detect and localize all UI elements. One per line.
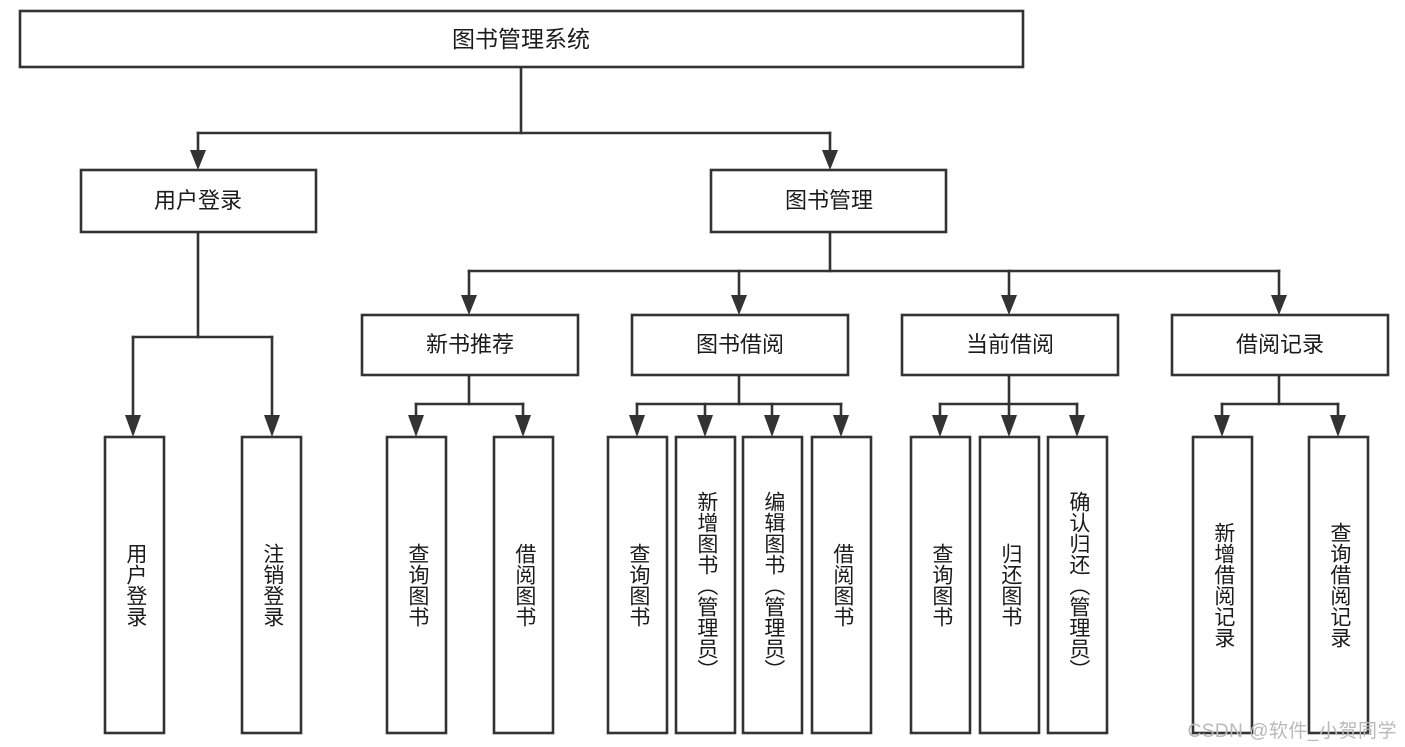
node-root-box[interactable] <box>18 9 1025 69</box>
arrow-head-leaf-0 <box>125 415 141 437</box>
leaf-box-query-book-recommend[interactable] <box>385 435 448 735</box>
leaf-box-query-book-borrow[interactable] <box>606 435 669 735</box>
arrow-head-l2-2 <box>1001 295 1017 315</box>
node-current-borrow-label: 当前借阅 <box>966 332 1054 357</box>
node-new-book-recommend[interactable]: 新书推荐 <box>360 313 580 377</box>
node-current-borrow-box[interactable] <box>900 313 1120 377</box>
node-book-borrow-box[interactable] <box>630 313 850 377</box>
node-book-management-label: 图书管理 <box>785 188 873 213</box>
node-user-login-label: 用户登录 <box>154 188 242 213</box>
node-new-book-recommend-label: 新书推荐 <box>426 332 514 357</box>
node-root-label: 图书管理系统 <box>452 26 590 52</box>
leaf-box-return-book[interactable] <box>978 435 1041 735</box>
leaf-box-query-borrow-record[interactable] <box>1307 435 1370 735</box>
connectors-layer <box>125 65 1346 437</box>
leaf-box-confirm-return-admin[interactable] <box>1046 435 1109 735</box>
arrow-head-leaf-4 <box>629 415 645 437</box>
arrow-head-leaf-11 <box>1214 415 1230 437</box>
node-book-management[interactable]: 图书管理 <box>709 168 948 234</box>
arrow-head-leaf-3 <box>515 415 531 437</box>
node-borrow-record-box[interactable] <box>1170 313 1390 377</box>
arrow-head-l2-1 <box>731 295 747 315</box>
leaf-box-add-borrow-record[interactable] <box>1191 435 1254 735</box>
arrow-head-leaf-10 <box>1069 415 1085 437</box>
node-user-login-box[interactable] <box>79 168 318 234</box>
arrow-head-leaf-1 <box>264 415 280 437</box>
leaf-box-borrow-book[interactable] <box>810 435 873 735</box>
leaf-box-borrow-book-recommend[interactable] <box>492 435 555 735</box>
watermark-text: CSDN @软件_小贺同学 <box>1187 721 1397 742</box>
arrow-head-leaf-8 <box>932 415 948 437</box>
leaf-box-query-book-current[interactable] <box>909 435 972 735</box>
node-new-book-recommend-box[interactable] <box>360 313 580 377</box>
leaf-box-edit-book-admin[interactable] <box>741 435 804 735</box>
node-book-borrow[interactable]: 图书借阅 <box>630 313 850 377</box>
leaf-box-logout[interactable] <box>240 435 303 735</box>
arrow-head-leaf-9 <box>1001 415 1017 437</box>
node-book-borrow-label: 图书借阅 <box>696 332 784 357</box>
node-current-borrow[interactable]: 当前借阅 <box>900 313 1120 377</box>
arrow-head-leaf-7 <box>833 415 849 437</box>
leaf-box-user-login[interactable] <box>103 435 166 735</box>
arrow-head-leaf-2 <box>408 415 424 437</box>
leaf-box-add-book-admin[interactable] <box>674 435 737 735</box>
node-root[interactable]: 图书管理系统 <box>18 9 1025 69</box>
node-borrow-record[interactable]: 借阅记录 <box>1170 313 1390 377</box>
arrow-head-l2-0 <box>461 295 477 315</box>
arrow-head-leaf-5 <box>697 415 713 437</box>
arrow-head-user-login <box>190 150 206 170</box>
arrow-head-leaf-6 <box>764 415 780 437</box>
node-user-login[interactable]: 用户登录 <box>79 168 318 234</box>
node-borrow-record-label: 借阅记录 <box>1236 332 1324 357</box>
arrow-head-book-mgmt <box>822 150 838 170</box>
arrow-head-leaf-12 <box>1330 415 1346 437</box>
node-book-management-box[interactable] <box>709 168 948 234</box>
leaf-boxes-layer <box>103 435 1370 735</box>
arrow-head-l2-3 <box>1271 295 1287 315</box>
